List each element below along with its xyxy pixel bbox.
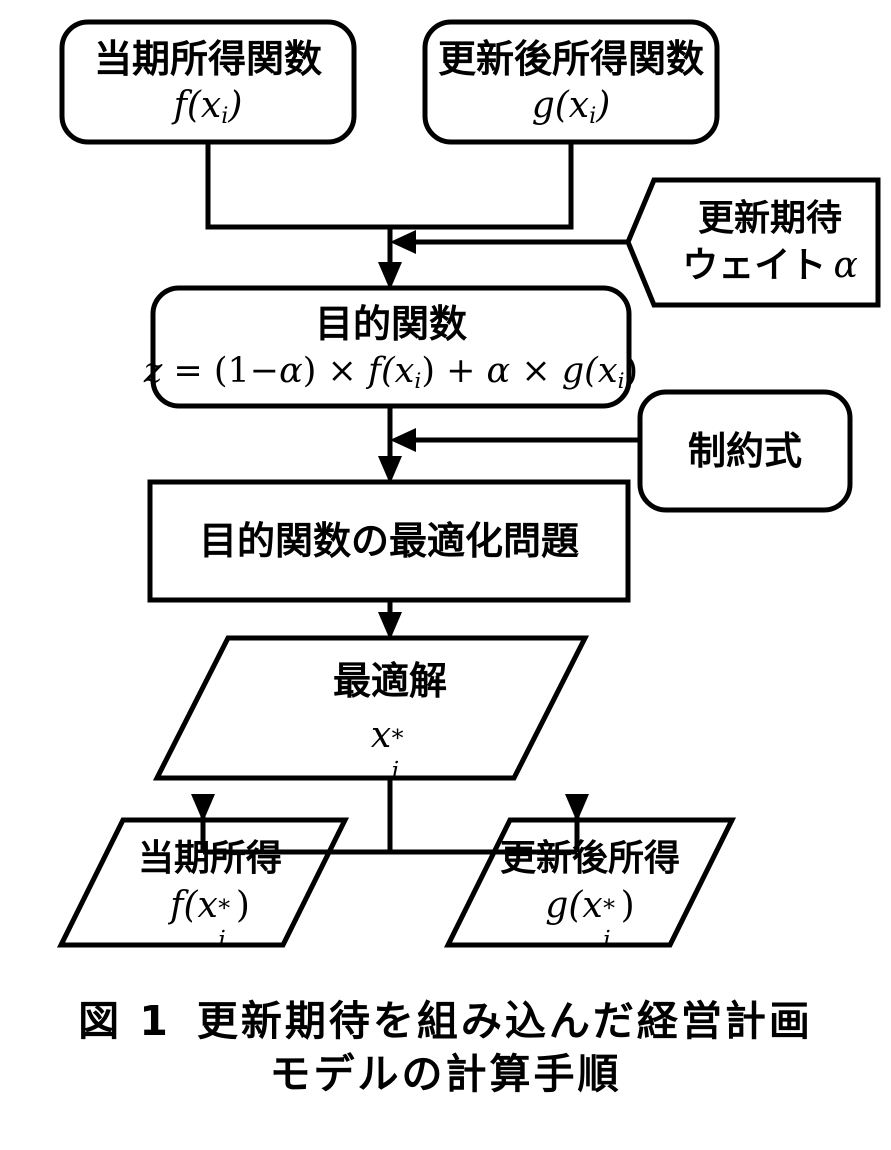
node-renewal-weight[interactable] (625, 177, 881, 308)
node-optimal-solution[interactable] (152, 635, 590, 781)
label-objective-function-title: 目的関数 (314, 302, 467, 347)
arrowhead-alpha (390, 230, 416, 254)
figure-caption-line1: 図 1 更新期待を組み込んだ経営計画 (0, 995, 891, 1048)
figure-caption-line2: モデルの計算手順 (269, 1050, 622, 1099)
arrowhead-to-problem (378, 456, 402, 484)
arrowhead-to-solution (378, 612, 402, 640)
node-constraints[interactable] (637, 389, 853, 513)
label-optimal-solution: 最適解 x*i (215, 638, 565, 785)
arrowhead-to-updated-income (565, 794, 589, 822)
alpha-symbol: α (833, 244, 858, 286)
label-constraints: 制約式 (640, 392, 850, 510)
label-current-income-result: 当期所得 f(x*i) (75, 820, 345, 954)
label-updated-income-result-formula: g(x*i) (545, 884, 635, 954)
figure-caption-line1-text: 更新期待を組み込んだ経営計画 (196, 997, 813, 1045)
label-renewal-weight: 更新期待 ウェイト α (665, 180, 875, 305)
label-renewal-weight-line2: ウェイト α (682, 244, 858, 286)
label-current-income-function-title: 当期所得関数 (93, 36, 322, 81)
figure-number: 図 1 (78, 997, 171, 1045)
arrowhead-to-objective (378, 262, 402, 290)
label-updated-income-function-title: 更新後所得関数 (437, 36, 704, 81)
label-updated-income-result-title: 更新後所得 (499, 838, 680, 880)
label-current-income-result-title: 当期所得 (137, 838, 282, 880)
label-renewal-weight-line1: 更新期待 (697, 198, 842, 240)
label-constraints-text: 制約式 (687, 428, 802, 473)
label-current-income-result-formula: f(x*i) (170, 884, 250, 954)
label-optimization-problem-text: 目的関数の最適化問題 (198, 518, 579, 563)
label-current-income-function: 当期所得関数 f(xi) (62, 22, 354, 142)
label-optimal-solution-title: 最適解 (332, 658, 447, 703)
label-objective-function: 目的関数 z = (1−α) × f(xi) + α × g(xi) (144, 288, 638, 406)
label-updated-income-function: 更新後所得関数 g(xi) (425, 22, 717, 142)
node-optimization-problem[interactable] (147, 479, 631, 603)
edge-solution-split (200, 778, 580, 855)
label-updated-income-function-formula: g(xi) (531, 85, 611, 130)
label-optimal-solution-formula: x*i (370, 715, 404, 785)
label-current-income-function-formula: f(xi) (173, 85, 243, 130)
figure-caption: 図 1 更新期待を組み込んだ経営計画 モデルの計算手順 (0, 995, 891, 1102)
label-optimization-problem: 目的関数の最適化問題 (150, 482, 628, 600)
label-updated-income-result: 更新後所得 g(x*i) (455, 820, 725, 954)
edge-merge-top (205, 142, 574, 230)
arrowhead-constraints (390, 428, 416, 452)
arrowhead-to-current-income (191, 794, 215, 822)
label-objective-function-formula: z = (1−α) × f(xi) + α × g(xi) (143, 350, 639, 394)
